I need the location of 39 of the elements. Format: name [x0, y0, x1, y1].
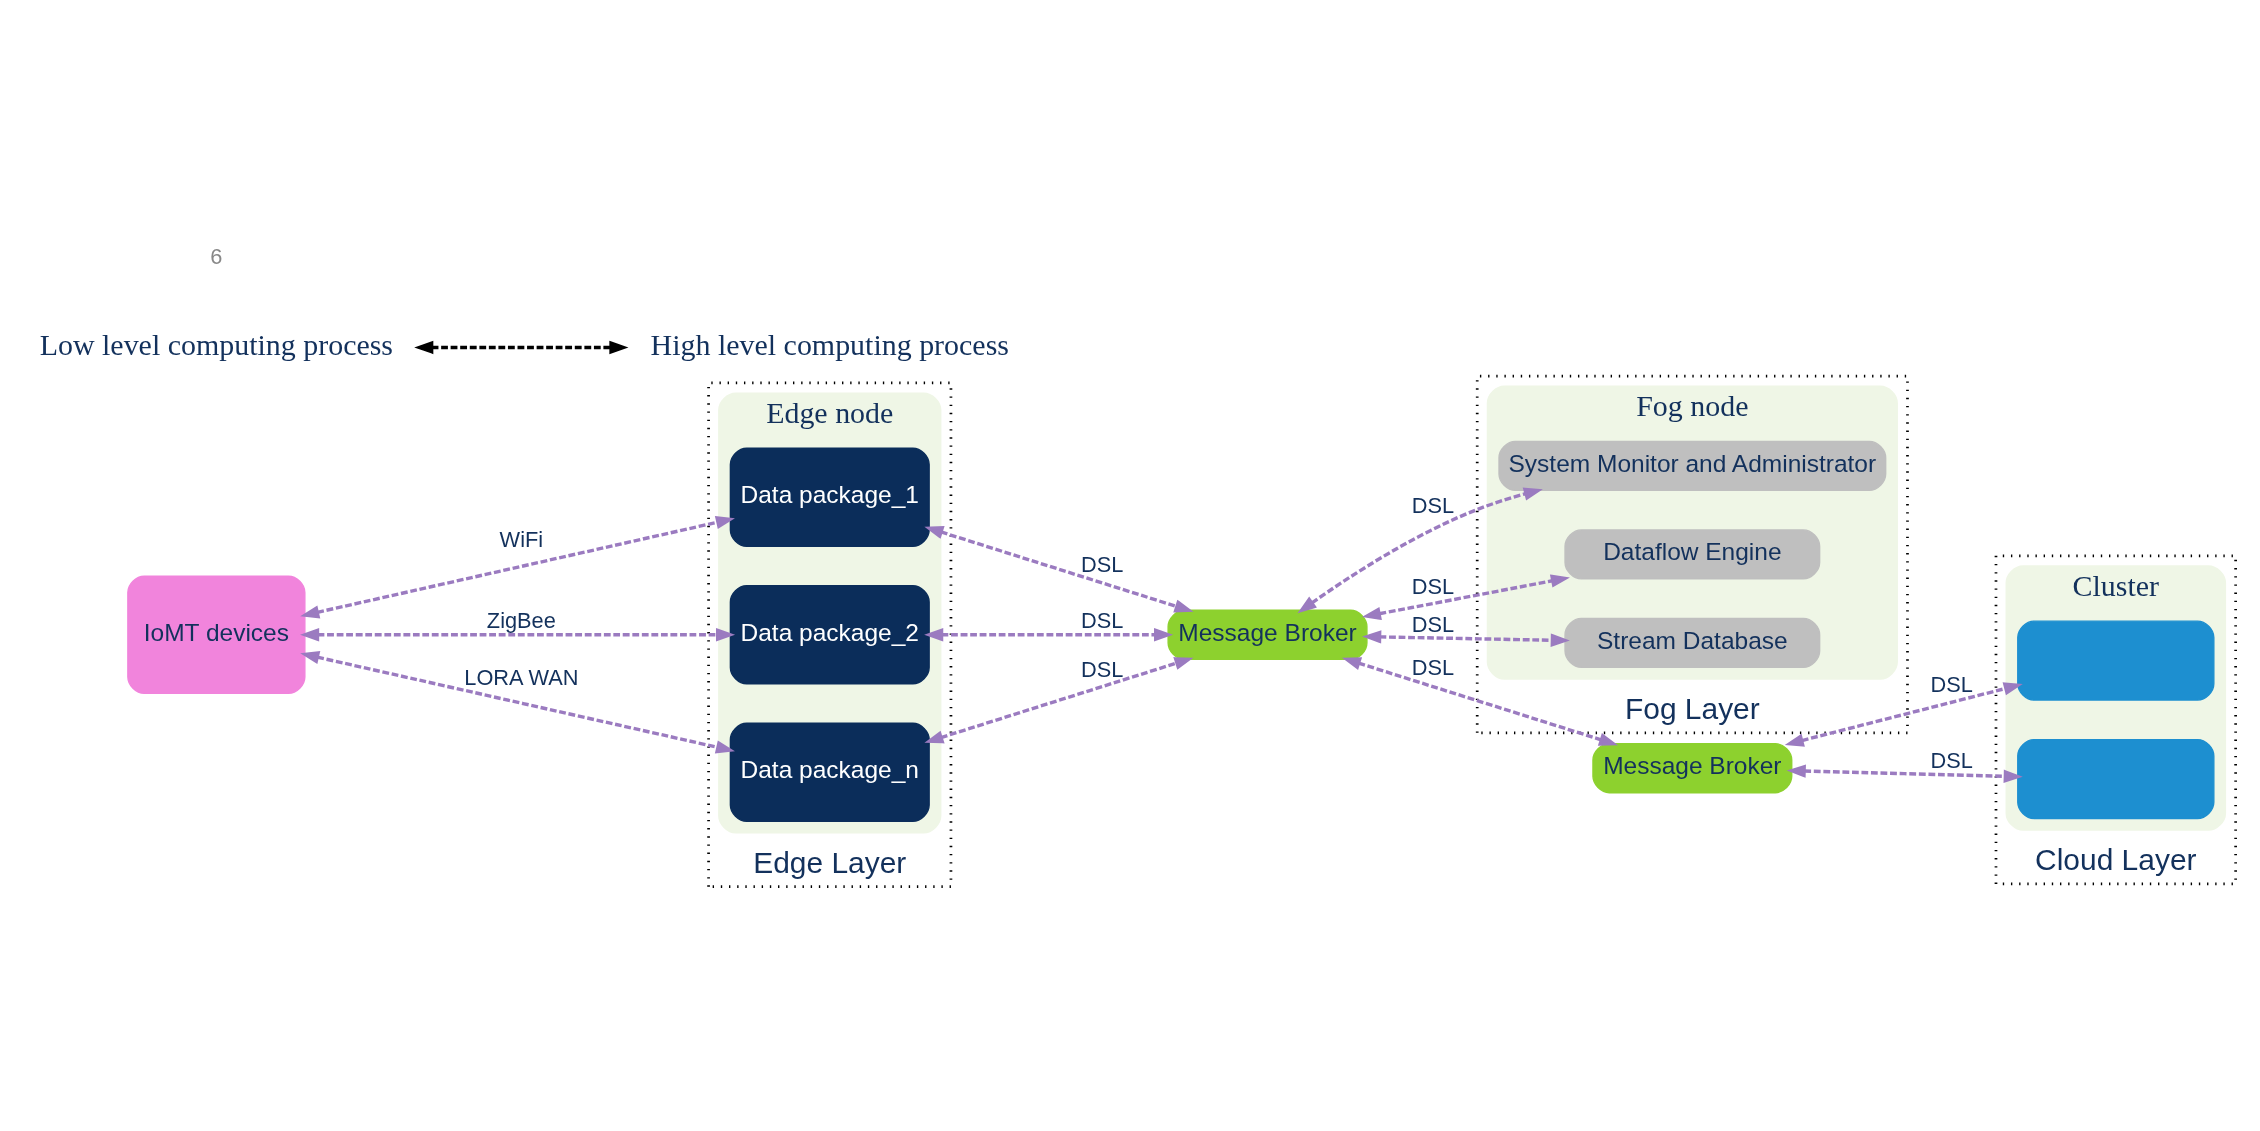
edge-label: DSL	[1411, 611, 1455, 637]
arrow	[1341, 656, 1619, 746]
edge-label: DSL	[1411, 654, 1455, 680]
node-box: Data package_n	[729, 722, 930, 822]
arrow	[924, 656, 1194, 743]
arrow	[300, 650, 735, 754]
edge-label: DSL	[1080, 656, 1124, 682]
arrow	[1297, 487, 1543, 613]
node-box: Message Broker	[1167, 609, 1368, 660]
arrow	[414, 340, 629, 354]
node-box	[2017, 738, 2215, 819]
edge-label: DSL	[1411, 492, 1455, 518]
node-box: Message Broker	[1592, 742, 1793, 793]
arrow	[1362, 629, 1570, 647]
arrow	[1784, 681, 2023, 747]
arrow	[924, 525, 1194, 612]
node-box: Stream Database	[1564, 617, 1821, 668]
arrow	[300, 627, 736, 641]
edge-label: WiFi	[499, 526, 544, 552]
node-box: System Monitor and Administrator	[1498, 440, 1887, 491]
node-box: Dataflow Engine	[1564, 528, 1821, 580]
arrow	[1361, 573, 1570, 620]
label: 6	[210, 243, 223, 269]
node-box	[2017, 619, 2215, 701]
edge-label: ZigBee	[486, 607, 556, 633]
edge-label: DSL	[1930, 747, 1973, 773]
edge-label: LORA WAN	[464, 664, 579, 690]
node-box: Data package_1	[729, 447, 930, 547]
edge-label: DSL	[1930, 671, 1973, 697]
edge-label: DSL	[1080, 551, 1124, 577]
arrow	[1786, 763, 2023, 783]
arrow	[300, 515, 735, 618]
node-box: Data package_2	[729, 584, 930, 684]
node-box: IoMT devices	[127, 575, 306, 694]
node-text: High level computing process	[650, 327, 1009, 361]
node-text: Low level computing process	[39, 327, 394, 361]
arrow	[924, 627, 1174, 641]
edge-label: DSL	[1080, 607, 1124, 633]
edge-label: DSL	[1411, 573, 1455, 599]
